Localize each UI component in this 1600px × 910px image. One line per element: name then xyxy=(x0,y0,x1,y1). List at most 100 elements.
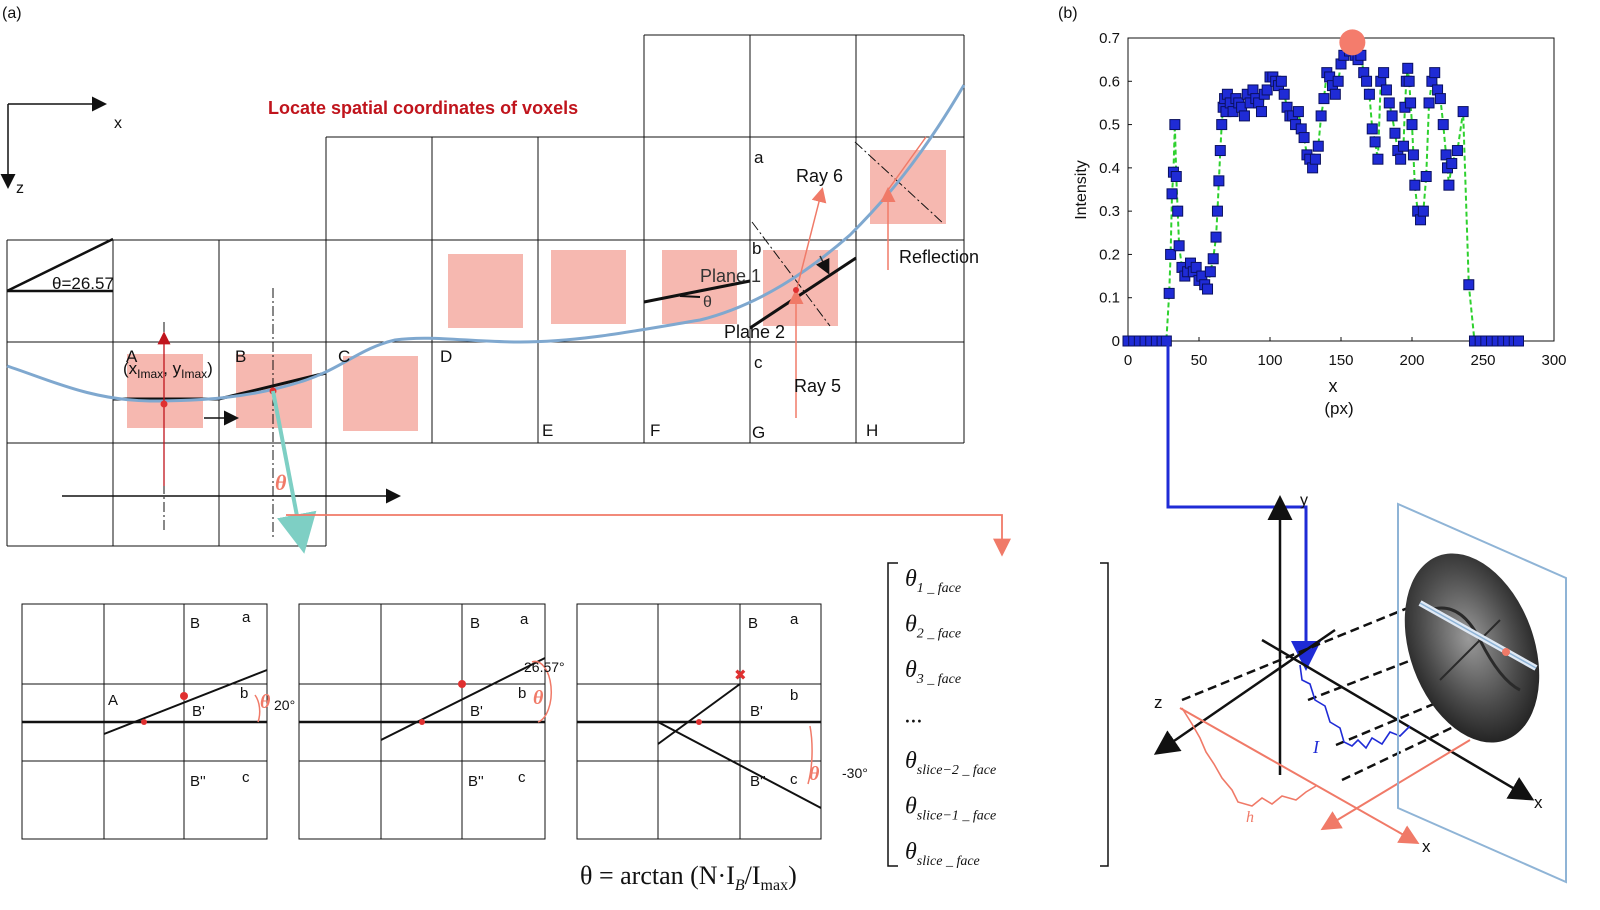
data-point xyxy=(1397,140,1409,152)
y-tick-label: 0.1 xyxy=(1099,290,1120,307)
data-point xyxy=(1165,248,1177,260)
data-point xyxy=(1204,266,1216,278)
matrix-row: θslice−1 _ face xyxy=(905,794,996,824)
sp1-theta: θ xyxy=(260,691,271,713)
data-point xyxy=(1440,149,1452,161)
panel-a-label: (a) xyxy=(2,5,22,22)
series-line xyxy=(1128,38,1519,342)
x-tick-label: 250 xyxy=(1470,352,1495,369)
data-point xyxy=(1163,287,1175,299)
y-tick-label: 0.4 xyxy=(1099,160,1120,177)
plane1-tick xyxy=(679,295,701,298)
x-tick-label: 100 xyxy=(1257,352,1282,369)
sp2-c: c xyxy=(518,769,526,786)
data-point xyxy=(1363,88,1375,100)
ray5-label: Ray 5 xyxy=(794,376,841,396)
data-point xyxy=(1429,67,1441,79)
chart-xlabel: x xyxy=(1329,376,1338,396)
diagram-title: Locate spatial coordinates of voxels xyxy=(268,98,578,118)
label-I: I xyxy=(1312,737,1320,757)
data-point xyxy=(1372,153,1384,165)
data-point xyxy=(1443,179,1455,191)
normal-arrow xyxy=(271,390,317,554)
data-point xyxy=(1420,171,1432,183)
axis3d-y: y xyxy=(1300,492,1308,509)
peak-marker xyxy=(1339,29,1366,56)
sp2-Bp: B' xyxy=(470,703,483,720)
data-point xyxy=(1329,88,1341,100)
small-panel-2 xyxy=(298,603,553,840)
data-point xyxy=(1417,205,1429,217)
data-point xyxy=(1378,67,1390,79)
data-point xyxy=(1202,283,1214,295)
intensity-profile-I xyxy=(1299,664,1411,750)
chart-xunit: (px) xyxy=(1324,399,1353,418)
sp2-dot-lower xyxy=(419,719,425,725)
data-point xyxy=(1315,110,1327,122)
x-tick-label: 0 xyxy=(1124,352,1132,369)
sp3-theta: θ xyxy=(809,763,820,785)
data-point xyxy=(1213,175,1225,187)
sub-a: a xyxy=(754,148,764,167)
ray6-label: Ray 6 xyxy=(796,166,843,186)
letter-F: F xyxy=(650,421,660,440)
data-point xyxy=(1463,279,1475,291)
theta-red-label: θ xyxy=(275,470,287,495)
matrix-row: θ2 _ face xyxy=(905,612,961,642)
sp3-b: b xyxy=(790,687,798,704)
data-point xyxy=(1172,205,1184,217)
axis-x-label: x xyxy=(114,115,122,132)
sp2-b: b xyxy=(518,685,526,702)
data-point xyxy=(1211,205,1223,217)
data-point xyxy=(1361,75,1373,87)
data-point xyxy=(1446,158,1458,170)
coordinate-label: (xImax, yImax) xyxy=(123,359,213,381)
sp2-angle: 26.57° xyxy=(524,659,565,675)
sp1-a: a xyxy=(242,609,251,626)
data-point xyxy=(1369,136,1381,148)
y-tick-label: 0.2 xyxy=(1099,246,1120,263)
ray-arrows xyxy=(157,136,927,486)
x-tick-label: 50 xyxy=(1191,352,1208,369)
data-point xyxy=(1190,261,1202,273)
data-point xyxy=(1238,110,1250,122)
connector-to-matrix xyxy=(286,514,1011,557)
sp2-theta: θ xyxy=(533,687,544,709)
data-point xyxy=(1409,179,1421,191)
matrix-row: θ3 _ face xyxy=(905,657,961,687)
data-point xyxy=(1173,240,1185,252)
letter-E: E xyxy=(542,421,553,440)
height-profile-h xyxy=(1181,707,1317,807)
plane-theta-label: θ xyxy=(703,294,712,311)
data-point xyxy=(1403,75,1415,87)
matrix-row: θslice _ face xyxy=(905,839,980,869)
data-point xyxy=(1457,106,1469,118)
sp2-a: a xyxy=(520,611,529,628)
sp3-Bpp: B'' xyxy=(750,773,766,790)
data-point xyxy=(1402,62,1414,74)
theta-26-label: θ=26.57 xyxy=(52,274,114,293)
x-tick-label: 200 xyxy=(1399,352,1424,369)
data-point xyxy=(1214,145,1226,157)
sp3-B: B xyxy=(748,615,758,632)
y-tick-label: 0.3 xyxy=(1099,203,1120,220)
data-point xyxy=(1513,335,1524,347)
panel-b-label: (b) xyxy=(1058,5,1078,22)
axes-xz: x z xyxy=(0,96,122,197)
data-point xyxy=(1383,97,1395,109)
sp3-angle: -30° xyxy=(842,765,868,781)
data-point xyxy=(1255,106,1267,118)
data-point xyxy=(1405,97,1417,109)
label-h: h xyxy=(1246,809,1254,826)
data-point xyxy=(1386,110,1398,122)
axis3d-x: x xyxy=(1534,793,1543,812)
letter-D: D xyxy=(440,347,452,366)
data-point xyxy=(1423,97,1435,109)
data-point xyxy=(1389,127,1401,139)
data-point xyxy=(1309,153,1321,165)
data-point xyxy=(1261,84,1273,96)
letter-H: H xyxy=(866,421,878,440)
